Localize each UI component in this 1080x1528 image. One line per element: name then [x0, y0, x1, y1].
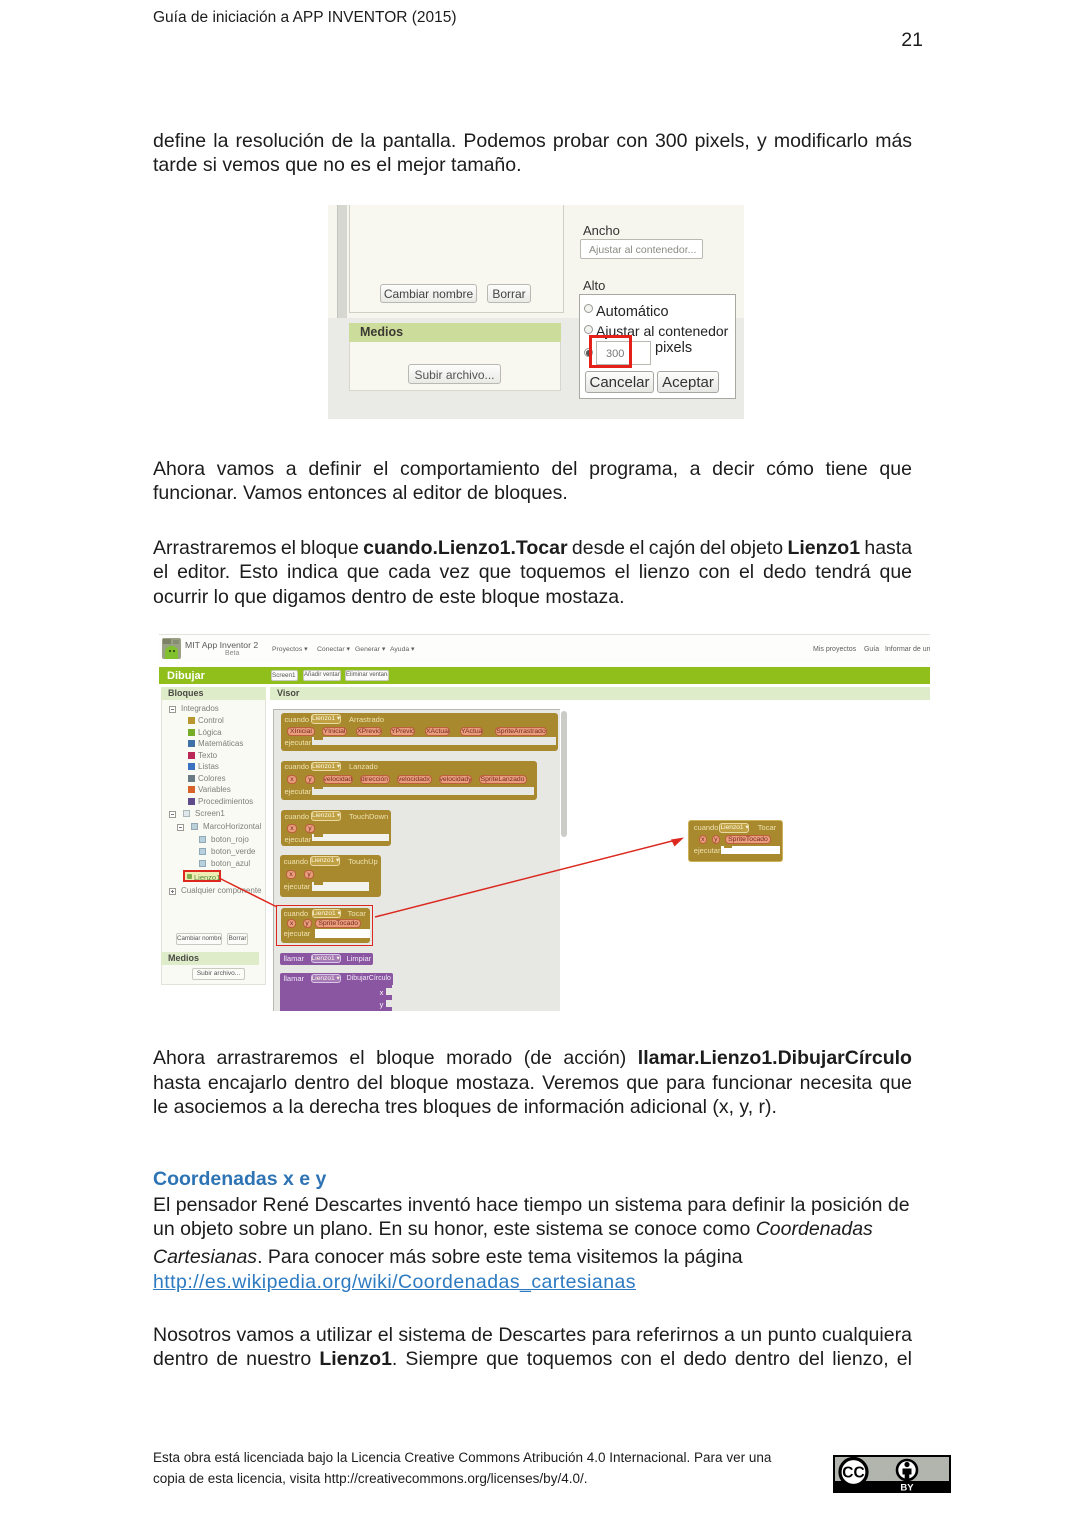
svg-text:BY: BY — [900, 1483, 914, 1494]
svg-text:CC: CC — [842, 1465, 864, 1482]
